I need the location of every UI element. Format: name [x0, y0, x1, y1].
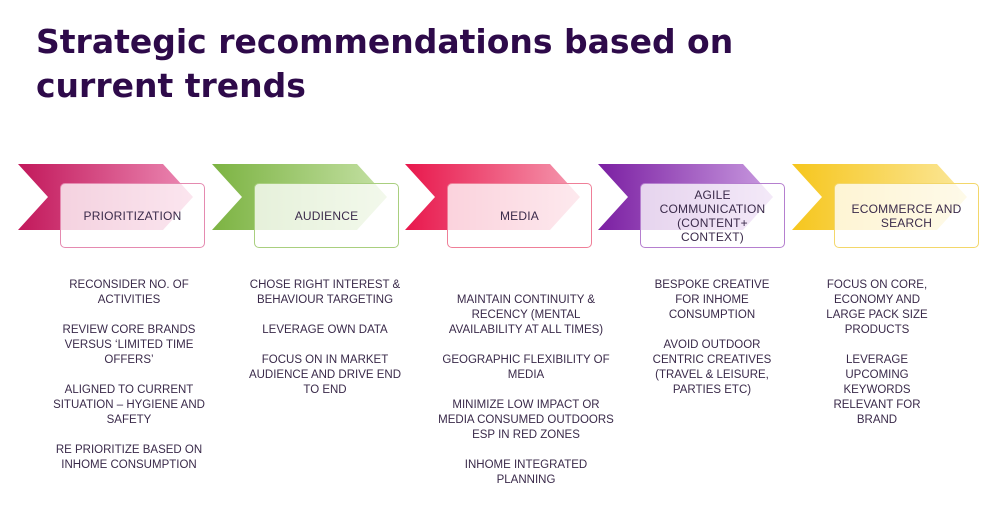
label-box-prioritization: PRIORITIZATION	[60, 183, 205, 248]
page-title: Strategic recommendations based on curre…	[36, 20, 796, 108]
title-line-2: current trends	[36, 66, 306, 105]
column-audience: CHOSE RIGHT INTEREST & BEHAVIOUR TARGETI…	[241, 278, 409, 413]
list-item: ALIGNED TO CURRENT SITUATION – HYGIENE A…	[53, 384, 205, 426]
label-agile-line-1: AGILE	[694, 187, 731, 202]
column-media: MAINTAIN CONTINUITY & RECENCY (MENTAL AV…	[438, 293, 614, 503]
label-box-ecommerce-search: ECOMMERCE AND SEARCH	[834, 183, 979, 248]
label-agile-line-3: (CONTENT+	[677, 215, 748, 230]
label-ecommerce-line-2: SEARCH	[880, 215, 933, 230]
label-media-line-1: MEDIA	[499, 208, 539, 223]
list-item: RE PRIORITIZE BASED ON INHOME CONSUMPTIO…	[55, 444, 203, 471]
list-item: REVIEW CORE BRANDS VERSUS ‘LIMITED TIME …	[62, 324, 196, 366]
list-item: AVOID OUTDOOR CENTRIC CREATIVES (TRAVEL …	[652, 339, 772, 396]
list-item: BESPOKE CREATIVE FOR INHOME CONSUMPTION	[654, 279, 770, 321]
list-item: LEVERAGE OWN DATA	[262, 324, 388, 336]
label-ecommerce-line-1: ECOMMERCE AND	[851, 201, 962, 216]
label-box-agile-communication: AGILE COMMUNICATION (CONTENT+ CONTEXT)	[640, 183, 785, 248]
column-ecommerce-search: FOCUS ON CORE, ECONOMY AND LARGE PACK SI…	[818, 278, 936, 443]
list-item: MAINTAIN CONTINUITY & RECENCY (MENTAL AV…	[448, 294, 604, 336]
list-item: GEOGRAPHIC FLEXIBILITY OF MEDIA	[442, 354, 610, 381]
list-item: LEVERAGE UPCOMING KEYWORDS RELEVANT FOR …	[833, 354, 921, 426]
list-item: FOCUS ON CORE, ECONOMY AND LARGE PACK SI…	[826, 279, 928, 336]
column-prioritization: RECONSIDER NO. OF ACTIVITIES REVIEW CORE…	[44, 278, 214, 488]
label-agile-line-4: CONTEXT)	[681, 229, 744, 244]
label-box-audience: AUDIENCE	[254, 183, 399, 248]
label-audience-line-1: AUDIENCE	[294, 208, 359, 223]
title-line-1: Strategic recommendations based on	[36, 22, 734, 61]
label-agile-line-2: COMMUNICATION	[659, 201, 766, 216]
list-item: MINIMIZE LOW IMPACT OR MEDIA CONSUMED OU…	[438, 399, 614, 441]
list-item: FOCUS ON IN MARKET AUDIENCE AND DRIVE EN…	[248, 354, 402, 396]
label-prioritization-line-1: PRIORITIZATION	[83, 208, 182, 223]
label-box-media: MEDIA	[447, 183, 592, 248]
list-item: INHOME INTEGRATED PLANNING	[464, 459, 588, 486]
column-agile-communication: BESPOKE CREATIVE FOR INHOME CONSUMPTION …	[644, 278, 780, 413]
list-item: CHOSE RIGHT INTEREST & BEHAVIOUR TARGETI…	[249, 279, 401, 306]
list-item: RECONSIDER NO. OF ACTIVITIES	[69, 279, 189, 306]
